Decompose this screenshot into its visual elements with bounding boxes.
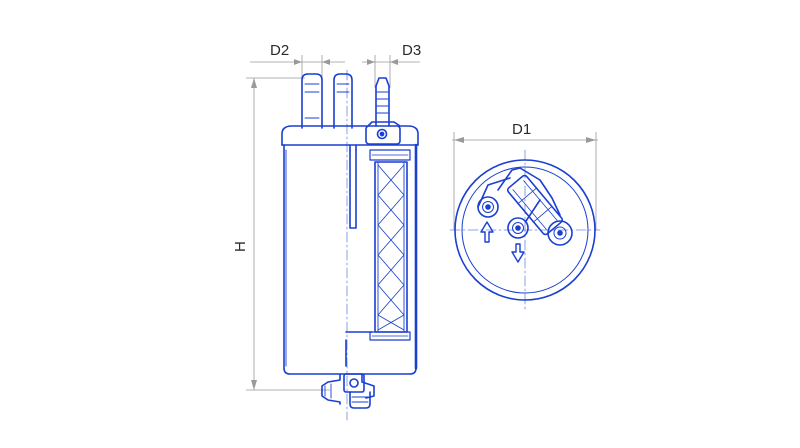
dimension-label-d1: D1 <box>512 121 531 138</box>
arrow-down-icon <box>511 243 525 263</box>
dimension-lines <box>246 55 598 391</box>
dimension-label-h: H <box>232 241 249 252</box>
dimension-label-d2: D2 <box>270 42 289 59</box>
filter-side-view <box>281 69 419 421</box>
filter-top-view <box>449 149 601 311</box>
dimension-label-d3: D3 <box>402 42 421 59</box>
arrow-up-icon <box>480 221 494 243</box>
